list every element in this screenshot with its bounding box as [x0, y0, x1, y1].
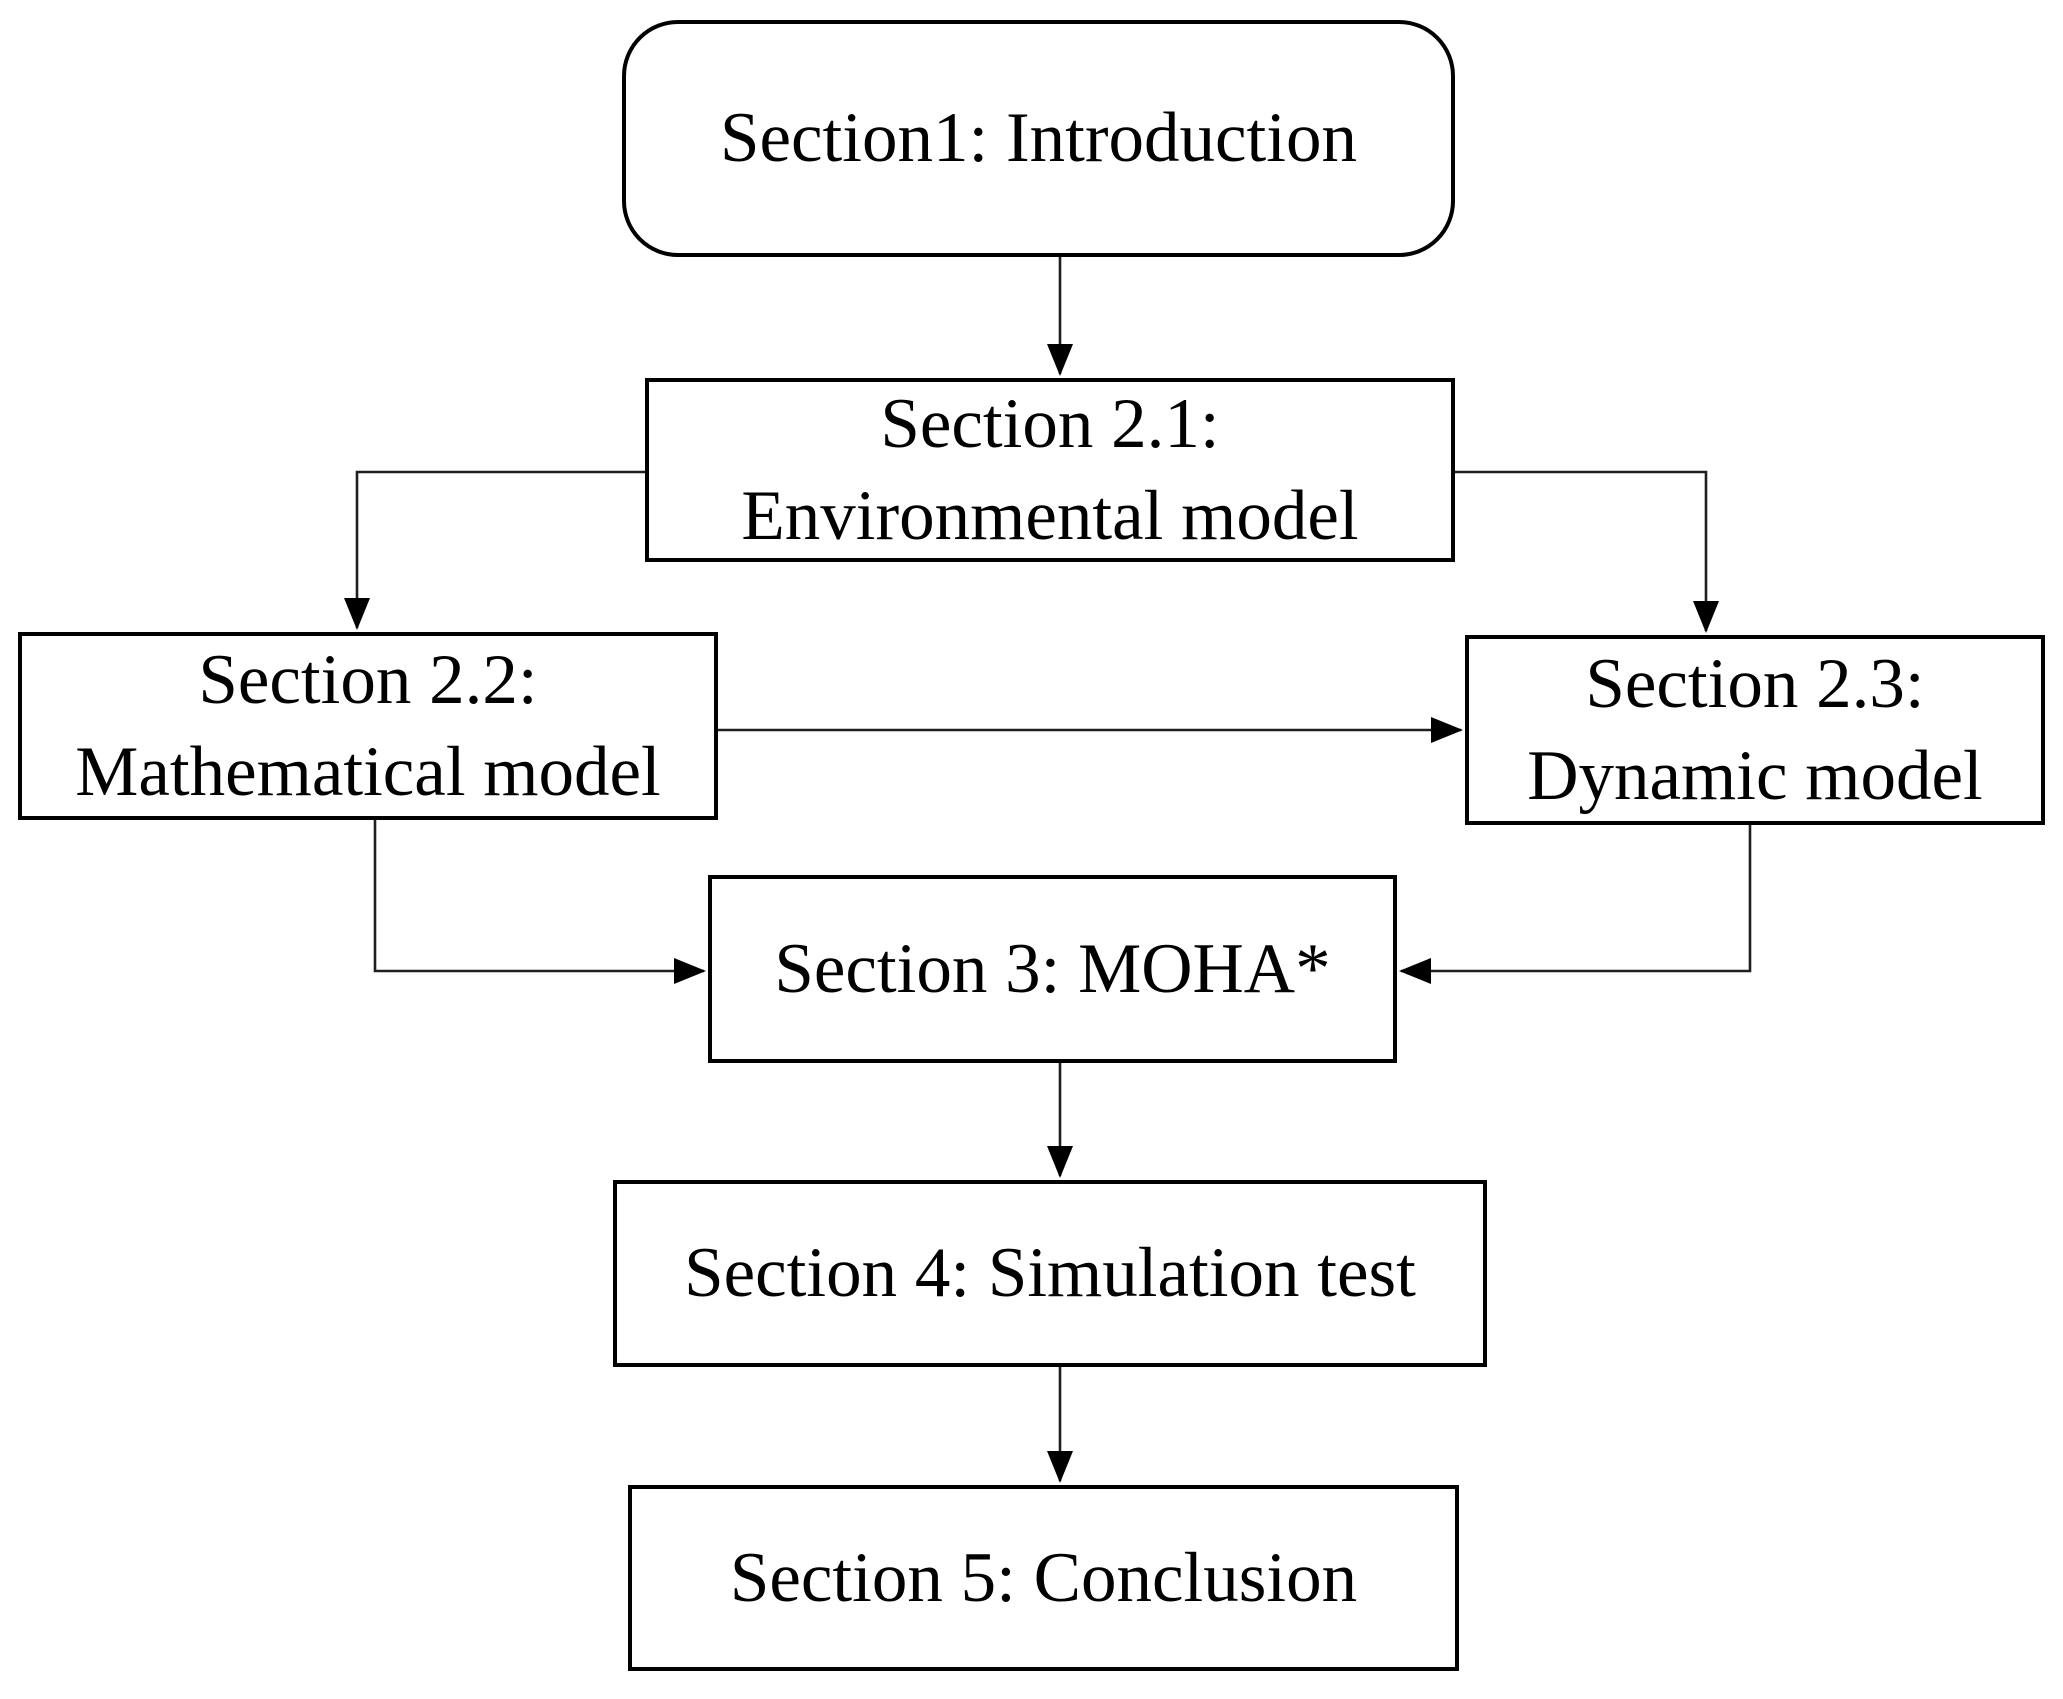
- node-label-line1: Section 2.3:: [1585, 644, 1925, 723]
- node-section2-3-dynamic-model: Section 2.3: Dynamic model: [1465, 635, 2045, 825]
- node-label-line2: Dynamic model: [1527, 737, 1983, 815]
- node-section3-moha: Section 3: MOHA*: [708, 875, 1397, 1063]
- edge-s21-to-s22: [344, 470, 645, 630]
- node-label-line2: Mathematical model: [75, 733, 661, 811]
- node-section4-simulation-test: Section 4: Simulation test: [613, 1180, 1487, 1367]
- node-label-line1: Section 2.1:: [880, 384, 1220, 463]
- node-label-line2: Environmental model: [741, 477, 1359, 555]
- node-label-line1: Section 2.2:: [198, 640, 538, 719]
- edge-s23-to-s3: [1399, 825, 1752, 984]
- node-section2-2-mathematical-model: Section 2.2: Mathematical model: [18, 632, 718, 820]
- edge-s21-to-s23: [1455, 470, 1719, 633]
- node-label: Section 5: Conclusion: [729, 1538, 1358, 1617]
- node-section1-introduction: Section1: Introduction: [622, 20, 1455, 257]
- node-label: Section1: Introduction: [720, 99, 1357, 178]
- edge-s22-to-s3: [373, 820, 706, 984]
- node-label: Section 4: Simulation test: [684, 1234, 1416, 1313]
- node-label: Section 3: MOHA*: [774, 929, 1331, 1008]
- node-section2-1-environmental-model: Section 2.1: Environmental model: [645, 378, 1455, 562]
- node-section5-conclusion: Section 5: Conclusion: [628, 1485, 1459, 1671]
